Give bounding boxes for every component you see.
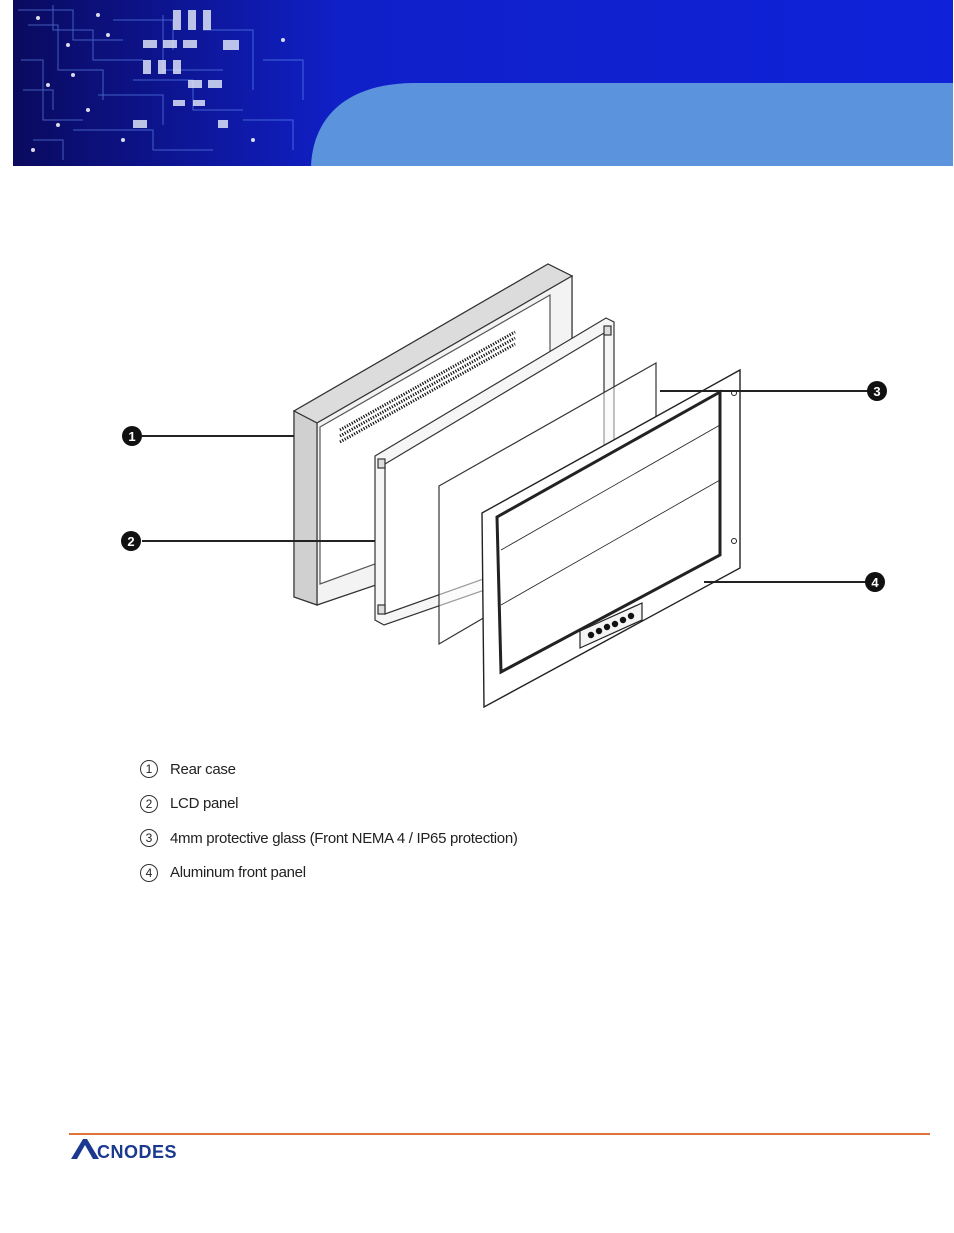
legend-number: 2 — [140, 795, 158, 813]
callout-2-number: 2 — [127, 534, 134, 549]
header-banner-graphic — [13, 0, 953, 166]
callout-4: 4 — [865, 572, 885, 592]
callout-3: 3 — [867, 381, 887, 401]
svg-text:CNODES: CNODES — [97, 1142, 177, 1162]
acnodes-logo: CNODES — [69, 1137, 239, 1172]
legend-item-lcd-panel: 2 LCD panel — [140, 787, 518, 822]
legend-label: Rear case — [170, 761, 236, 778]
footer-divider — [69, 1133, 930, 1135]
legend-number: 4 — [140, 864, 158, 882]
callout-1-number: 1 — [128, 429, 135, 444]
legend-label: 4mm protective glass (Front NEMA 4 / IP6… — [170, 830, 518, 847]
callout-4-number: 4 — [871, 575, 879, 590]
legend-number: 3 — [140, 829, 158, 847]
banner-curve-shape — [311, 83, 953, 166]
legend-label: LCD panel — [170, 795, 238, 812]
legend-item-protective-glass: 3 4mm protective glass (Front NEMA 4 / I… — [140, 821, 518, 856]
legend-item-front-panel: 4 Aluminum front panel — [140, 856, 518, 891]
callout-3-number: 3 — [873, 384, 880, 399]
header-banner — [13, 0, 953, 166]
legend-number: 1 — [140, 760, 158, 778]
acnodes-logo-graphic: CNODES — [69, 1137, 239, 1167]
exploded-view-diagram: 1 2 3 4 — [0, 180, 954, 745]
callout-1: 1 — [122, 426, 142, 446]
legend-item-rear-case: 1 Rear case — [140, 752, 518, 787]
exploded-view-graphic: 1 2 3 4 — [0, 180, 954, 740]
callout-2: 2 — [121, 531, 141, 551]
parts-legend: 1 Rear case 2 LCD panel 3 4mm protective… — [140, 752, 518, 890]
legend-label: Aluminum front panel — [170, 864, 306, 881]
